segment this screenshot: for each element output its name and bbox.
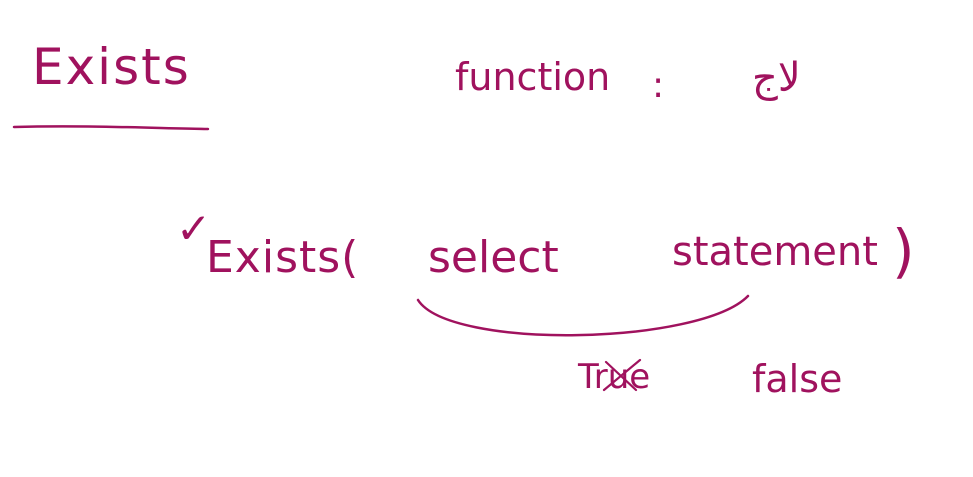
function-colon: : bbox=[652, 65, 665, 106]
heading-exists: Exists bbox=[32, 38, 191, 96]
statement-word: statement bbox=[672, 229, 878, 275]
function-value: لاج bbox=[752, 55, 801, 101]
true-label: True bbox=[578, 357, 651, 397]
select-statement-brace bbox=[416, 294, 750, 337]
heading-underline bbox=[12, 125, 210, 131]
select-keyword: select bbox=[428, 232, 559, 283]
exists-call-open: Exists( bbox=[206, 232, 360, 283]
false-label: false bbox=[752, 357, 843, 401]
close-paren: ) bbox=[892, 217, 915, 285]
check-mark-icon: ✓ bbox=[176, 204, 212, 253]
function-label: function bbox=[455, 55, 611, 99]
